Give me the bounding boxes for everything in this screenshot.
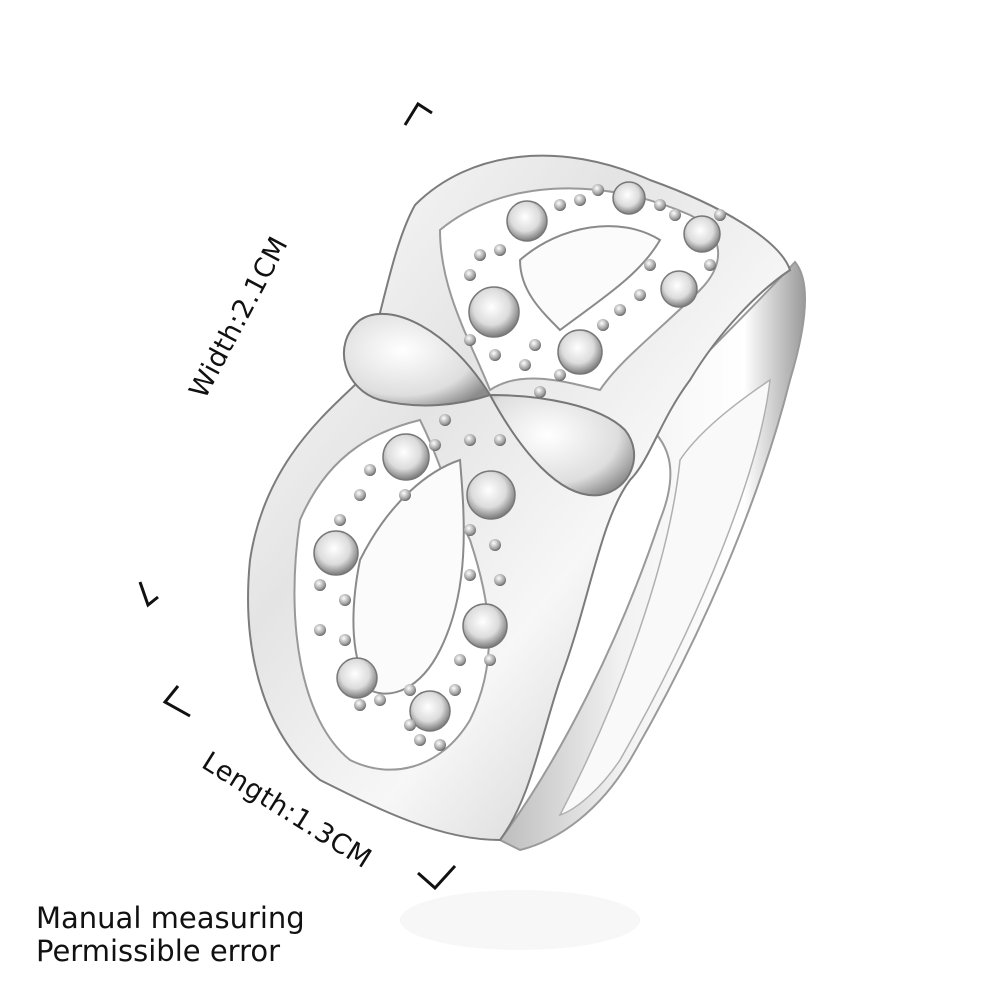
gem: [409, 690, 451, 732]
ring-band: [498, 260, 806, 852]
center-bow: [343, 312, 635, 497]
petal-left: [343, 312, 492, 407]
bracket-lower-left: [162, 685, 191, 718]
bracket-left: [138, 581, 159, 608]
petal-right: [488, 393, 635, 497]
gem: [506, 200, 548, 242]
gem: [466, 470, 516, 520]
gem: [468, 286, 520, 338]
measurement-note-line1: Manual measuring: [36, 901, 305, 935]
floor-reflection: [400, 890, 640, 950]
gem: [612, 181, 646, 215]
gem: [462, 603, 508, 649]
gem: [336, 657, 378, 699]
measurement-brackets: [138, 101, 457, 891]
gem: [313, 530, 359, 576]
gem: [660, 270, 698, 308]
bead-details: [314, 184, 726, 751]
gem: [683, 215, 721, 253]
gem-stones: [313, 181, 721, 732]
bracket-bottom: [417, 864, 457, 891]
gem: [382, 433, 430, 481]
bracket-top: [403, 101, 433, 126]
measurement-note-line2: Permissible error: [36, 934, 281, 968]
gem: [557, 329, 603, 375]
